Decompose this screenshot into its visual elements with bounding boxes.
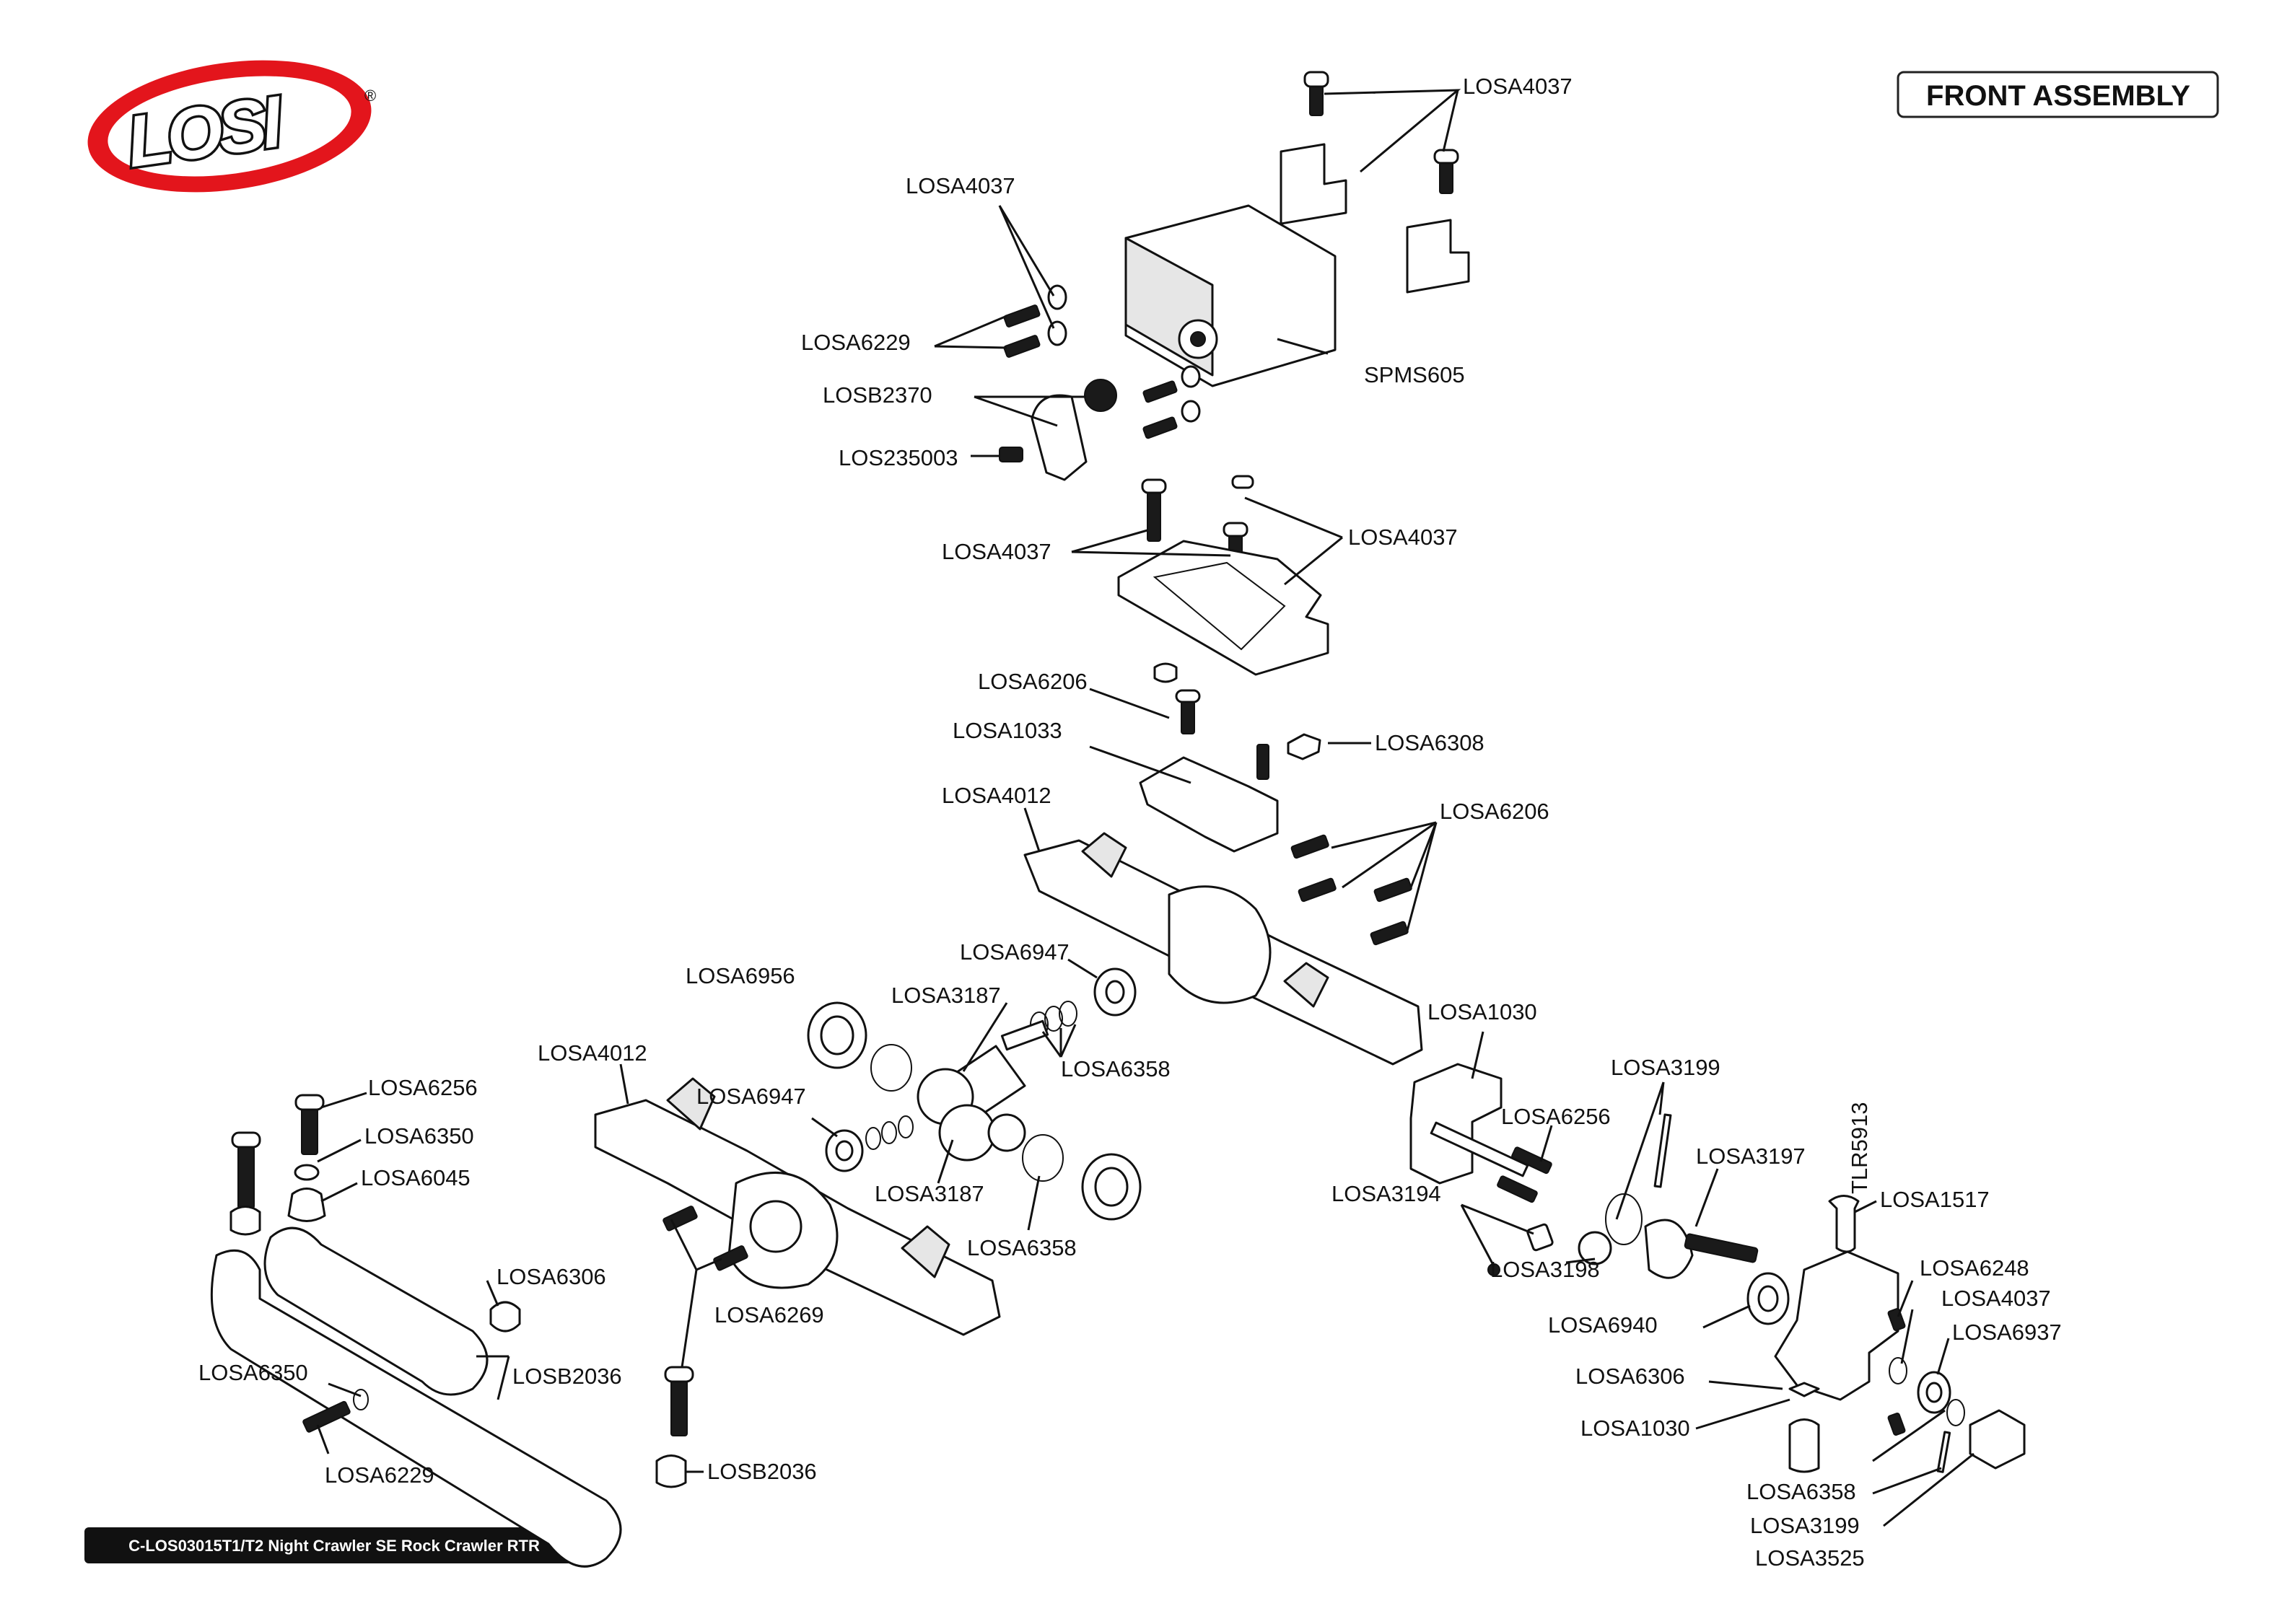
part-label: LOSA6956 bbox=[686, 963, 795, 988]
part-label: LOSA6940 bbox=[1548, 1312, 1658, 1338]
part-label: LOSA3187 bbox=[891, 983, 1001, 1008]
part-label: LOSA3197 bbox=[1696, 1144, 1806, 1169]
part-label: LOSA6206 bbox=[978, 669, 1088, 694]
part-label: LOSA1517 bbox=[1880, 1187, 1990, 1212]
leader-lines bbox=[316, 89, 1975, 1527]
part-label: LOSA1033 bbox=[953, 718, 1062, 743]
part-labels: LOSA4037 LOSA4037 LOSA6229 SPMS605 LOSB2… bbox=[198, 74, 2062, 1571]
part-label: LOSA6350 bbox=[364, 1123, 474, 1149]
part-label: LOSA3187 bbox=[875, 1181, 984, 1206]
part-label: LOSA3199 bbox=[1611, 1055, 1720, 1080]
part-label: LOSA6229 bbox=[325, 1462, 434, 1488]
part-label: LOSA6256 bbox=[1501, 1104, 1611, 1129]
part-label: SPMS605 bbox=[1364, 362, 1465, 387]
part-label: LOSA6306 bbox=[1575, 1364, 1685, 1389]
part-label: LOSA6269 bbox=[714, 1302, 824, 1327]
part-label: LOSA6947 bbox=[960, 939, 1070, 965]
part-label: LOSA3199 bbox=[1750, 1513, 1860, 1538]
part-label: LOSB2036 bbox=[707, 1459, 817, 1484]
footer-text: C-LOS03015T1/T2 Night Crawler SE Rock Cr… bbox=[128, 1537, 540, 1555]
part-label: LOSA1030 bbox=[1580, 1415, 1690, 1441]
part-label: LOSA4037 bbox=[1463, 74, 1573, 99]
part-label: LOSB2036 bbox=[512, 1364, 622, 1389]
part-label: LOSA3198 bbox=[1490, 1257, 1600, 1282]
part-label: LOSA3194 bbox=[1331, 1181, 1441, 1206]
part-label: LOSA4012 bbox=[942, 783, 1051, 808]
page-title: FRONT ASSEMBLY bbox=[1926, 80, 2190, 112]
part-label: LOSA6206 bbox=[1440, 799, 1549, 824]
part-label: LOSA4037 bbox=[1348, 524, 1458, 550]
part-label: LOS235003 bbox=[839, 445, 958, 470]
part-label: LOSA6358 bbox=[1746, 1479, 1856, 1504]
part-label: LOSA6306 bbox=[497, 1264, 606, 1289]
parts-drawing bbox=[210, 71, 2026, 1568]
part-label: LOSB2370 bbox=[823, 382, 932, 408]
part-label: LOSA4037 bbox=[906, 173, 1015, 198]
part-label: LOSA6358 bbox=[967, 1235, 1077, 1260]
part-label: LOSA4012 bbox=[538, 1040, 647, 1066]
part-label: LOSA6350 bbox=[198, 1360, 308, 1385]
part-label: LOSA6358 bbox=[1061, 1056, 1171, 1081]
part-label: LOSA6937 bbox=[1952, 1320, 2062, 1345]
part-label: LOSA6229 bbox=[801, 330, 911, 355]
part-label: LOSA6045 bbox=[361, 1165, 471, 1190]
part-label: LOSA1030 bbox=[1427, 999, 1537, 1024]
part-label: TLR5913 bbox=[1847, 1102, 1872, 1194]
part-label: LOSA3525 bbox=[1755, 1545, 1865, 1571]
part-label: LOSA6248 bbox=[1920, 1255, 2029, 1281]
part-label: LOSA4037 bbox=[942, 539, 1051, 564]
part-label: LOSA6308 bbox=[1375, 730, 1484, 755]
part-label: LOSA6256 bbox=[368, 1075, 478, 1100]
title-box: FRONT ASSEMBLY bbox=[1897, 71, 2219, 118]
registered-mark: ® bbox=[364, 87, 376, 105]
losi-logo: LOSI ® bbox=[87, 60, 376, 193]
part-label: LOSA4037 bbox=[1941, 1286, 2051, 1311]
footer-bar: C-LOS03015T1/T2 Night Crawler SE Rock Cr… bbox=[84, 1527, 585, 1563]
part-label: LOSA6947 bbox=[696, 1084, 806, 1109]
